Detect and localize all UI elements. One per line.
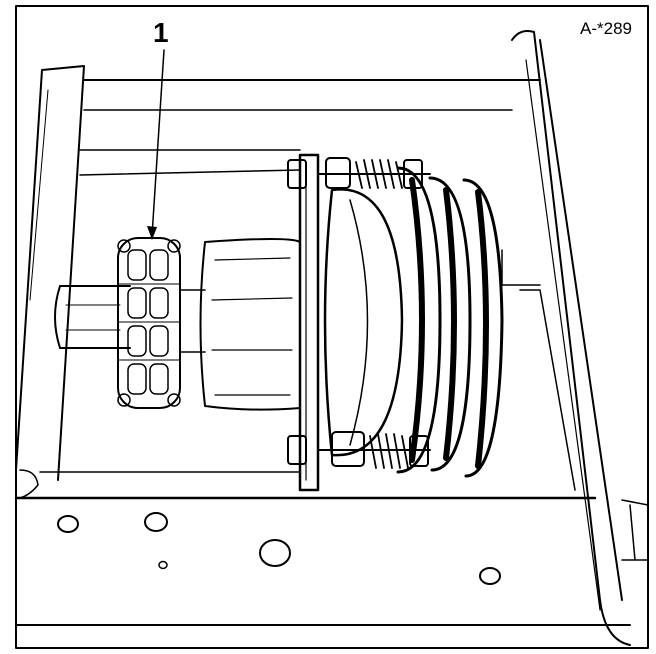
callout-leader	[151, 49, 165, 237]
callout-arrowhead	[147, 226, 157, 240]
chain-sprocket	[117, 237, 181, 409]
beam-hole	[57, 515, 79, 533]
reference-code: A-*289	[580, 19, 632, 38]
spring-bolt-top	[287, 157, 431, 189]
beam-hole	[158, 560, 168, 570]
pulley-groove-3	[462, 178, 504, 478]
chassis-frame	[14, 30, 649, 646]
figure-frame	[15, 5, 649, 649]
pulley-groove-1	[396, 166, 442, 474]
beam-hole	[144, 512, 168, 532]
beam-hole	[259, 539, 291, 567]
clutch-pressure-plate	[323, 188, 404, 457]
callout-1: 1	[147, 17, 169, 240]
clutch-hub	[179, 238, 301, 411]
callout-number: 1	[153, 17, 169, 48]
beam-hole	[479, 567, 501, 585]
mounting-plate	[298, 153, 320, 492]
pulley-groove-2	[428, 176, 472, 472]
